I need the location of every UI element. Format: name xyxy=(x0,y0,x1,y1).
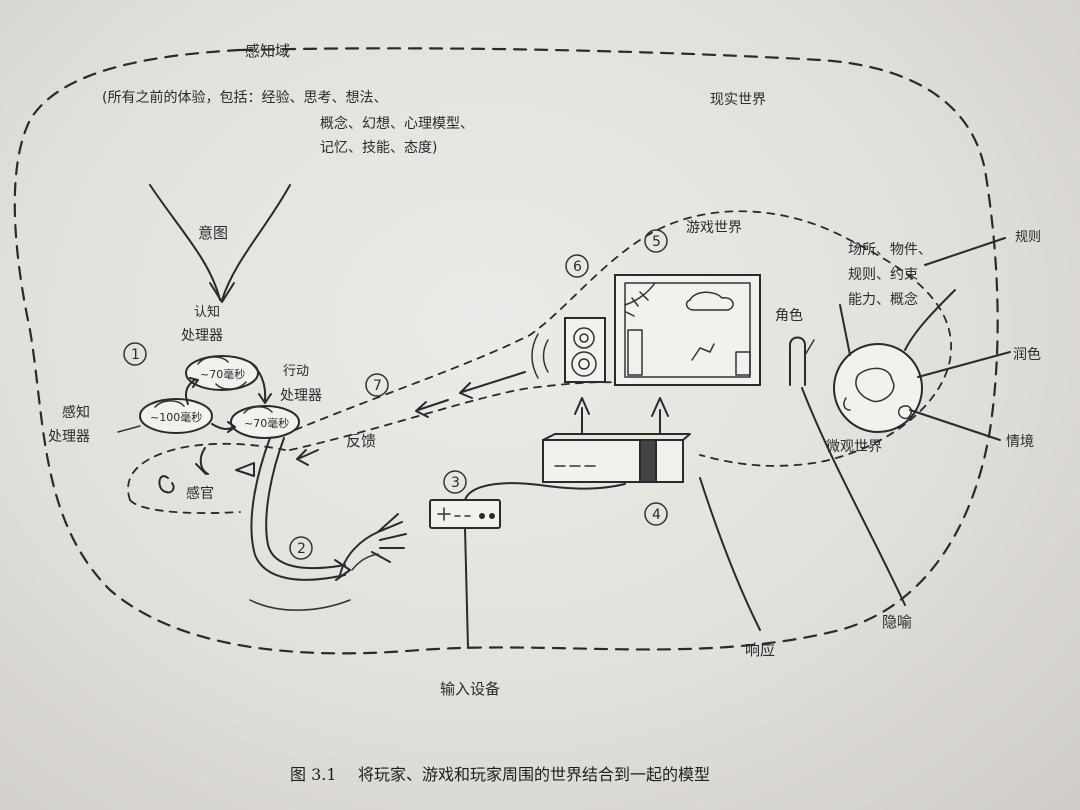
console-icon xyxy=(542,433,691,483)
intent-arrow xyxy=(149,184,291,303)
rules-pointer xyxy=(924,237,1006,266)
experiences-line-2: 概念、幻想、心理模型、 xyxy=(320,115,474,132)
cognitive-timing: ~70毫秒 xyxy=(200,367,245,381)
intent-label: 意图 xyxy=(198,224,228,242)
experiences-line-1: (所有之前的体验，包括：经验、思考、想法、 xyxy=(102,89,387,106)
feedback-arrows xyxy=(296,371,526,466)
controller-icon xyxy=(429,499,501,529)
number-1-circle xyxy=(123,342,147,366)
number-7: 7 xyxy=(373,378,382,394)
processor-arrows xyxy=(185,361,272,433)
micro-items-3: 能力、概念 xyxy=(848,291,918,308)
input-device-label: 输入设备 xyxy=(440,680,500,698)
rules-label: 规则 xyxy=(1015,230,1041,245)
motor-path xyxy=(250,437,351,581)
motor-path-shadow xyxy=(249,599,351,611)
senses-arrow-tip xyxy=(195,463,207,475)
speaker-icon xyxy=(531,317,606,383)
feedback-label: 反馈 xyxy=(346,432,376,450)
perception-label-2: 处理器 xyxy=(48,429,90,445)
awareness-boundary xyxy=(13,47,999,655)
response-label: 响应 xyxy=(745,641,775,659)
number-1: 1 xyxy=(131,347,140,363)
senses-label: 感官 xyxy=(186,485,214,502)
plot-label: 情境 xyxy=(1006,434,1034,450)
action-timing: ~70毫秒 xyxy=(244,416,289,430)
number-4: 4 xyxy=(652,507,661,523)
caption-number: 图 3.1 xyxy=(290,765,337,784)
eye-icon xyxy=(235,462,255,477)
input-device-pointer xyxy=(464,527,469,649)
number-6: 6 xyxy=(573,259,582,275)
micro-items-2: 规则、约束 xyxy=(848,267,918,283)
character-label: 角色 xyxy=(775,307,803,324)
cognitive-label-1: 认知 xyxy=(194,304,220,320)
plot-pointer xyxy=(909,409,1001,441)
number-6-circle xyxy=(565,254,589,278)
micro-pointer-right xyxy=(904,289,956,351)
real-world-label: 现实世界 xyxy=(710,92,766,108)
action-label-2: 处理器 xyxy=(280,388,322,404)
micro-pointer-left xyxy=(839,304,851,356)
controller-cable xyxy=(464,482,626,501)
number-2-circle xyxy=(289,536,313,560)
perception-label-1: 感知 xyxy=(62,404,90,421)
hand-icon xyxy=(339,513,407,576)
action-label-1: 行动 xyxy=(283,364,309,379)
coloring-label: 润色 xyxy=(1013,346,1041,363)
perception-timing: ~100毫秒 xyxy=(150,410,202,424)
experiences-line-3: 记忆、技能、态度) xyxy=(320,140,437,156)
number-5: 5 xyxy=(652,234,661,250)
coloring-pointer xyxy=(917,351,1011,378)
number-7-circle xyxy=(365,373,389,397)
caption-title: 将玩家、游戏和玩家周围的世界结合到一起的模型 xyxy=(358,765,710,784)
console-output-arrows xyxy=(574,397,669,435)
action-processor xyxy=(230,405,300,439)
micro-items-1: 场所、物件、 xyxy=(848,242,932,258)
screen-icon xyxy=(614,274,761,386)
metaphor-pointer xyxy=(801,387,906,606)
senses-boundary-lower xyxy=(129,499,241,514)
perception-pointer xyxy=(117,425,141,433)
number-4-circle xyxy=(644,502,668,526)
senses-arrow xyxy=(199,447,209,475)
perception-processor xyxy=(139,398,213,434)
number-2: 2 xyxy=(297,541,306,557)
micro-world-globe xyxy=(833,343,923,433)
game-world-label: 游戏世界 xyxy=(686,220,742,236)
ear-icon xyxy=(158,475,175,494)
number-3: 3 xyxy=(451,475,460,491)
number-5-circle xyxy=(644,229,668,253)
awareness-label: 感知域 xyxy=(245,42,290,60)
character-figure xyxy=(789,336,815,386)
metaphor-label: 隐喻 xyxy=(882,613,912,631)
response-pointer xyxy=(699,477,761,631)
game-world-boundary-top xyxy=(294,210,952,467)
cognitive-label-2: 处理器 xyxy=(181,328,223,344)
number-3-circle xyxy=(443,470,467,494)
micro-world-label: 微观世界 xyxy=(826,439,882,455)
cognitive-processor xyxy=(185,355,259,391)
